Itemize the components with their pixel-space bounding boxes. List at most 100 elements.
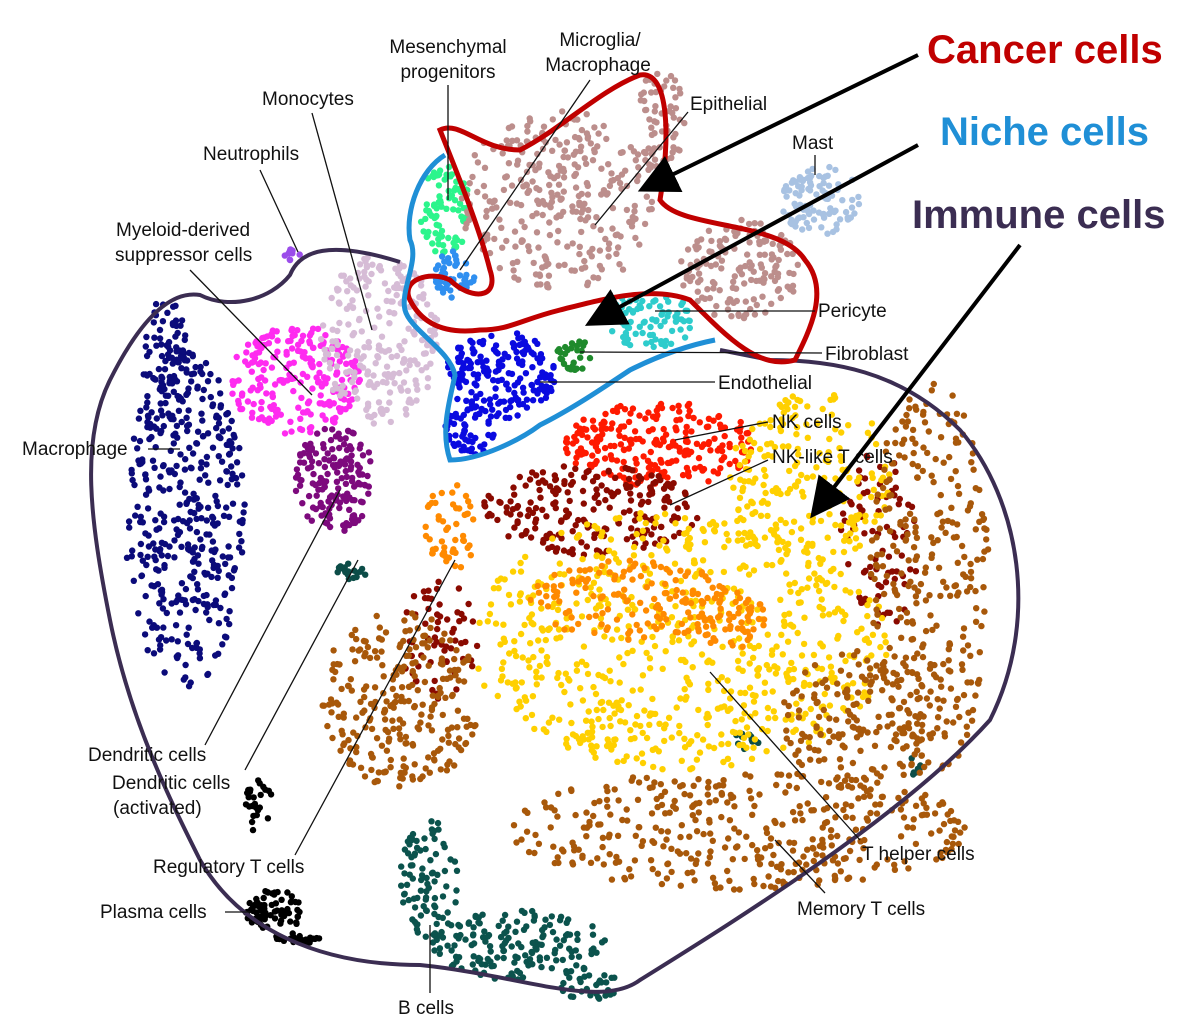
cell-point <box>796 803 803 810</box>
cell-point <box>344 352 352 359</box>
cell-point <box>409 667 416 675</box>
cell-point <box>937 491 944 499</box>
cell-point <box>625 475 633 483</box>
cell-point <box>396 369 403 377</box>
cell-point <box>495 410 502 417</box>
cell-point <box>629 309 637 316</box>
cell-point <box>555 346 563 353</box>
cell-point <box>464 510 471 517</box>
cell-point <box>599 843 606 851</box>
cell-point <box>505 533 512 540</box>
cell-point <box>667 340 675 347</box>
cell-point <box>143 352 151 360</box>
cell-point <box>621 586 628 593</box>
cell-point <box>960 412 968 419</box>
cell-point <box>437 284 445 292</box>
cell-point <box>398 346 405 354</box>
cell-point <box>125 518 133 525</box>
cell-point <box>142 530 149 537</box>
cell-point <box>329 446 336 453</box>
cell-point <box>633 530 640 538</box>
cell-point <box>901 788 908 796</box>
cell-point <box>750 626 757 633</box>
cell-point <box>308 424 315 431</box>
cell-point <box>238 538 245 545</box>
cell-point <box>519 237 526 244</box>
cell-point <box>194 552 202 559</box>
cell-point <box>557 212 564 220</box>
cell-point <box>831 674 838 682</box>
cell-point <box>530 621 537 628</box>
cell-point <box>498 665 506 673</box>
cell-point <box>636 241 643 248</box>
cell-point <box>805 739 812 746</box>
cell-point <box>707 568 714 576</box>
cell-point <box>437 766 444 773</box>
cell-point <box>572 170 580 178</box>
cell-point <box>643 649 650 657</box>
cell-point <box>160 624 167 631</box>
cell-point <box>768 300 775 307</box>
cell-point <box>398 684 406 691</box>
cell-point <box>735 266 742 273</box>
cell-point <box>625 630 632 637</box>
cell-point <box>236 518 243 525</box>
cell-point <box>340 272 347 279</box>
cell-point <box>648 580 655 587</box>
cell-points <box>123 70 992 1002</box>
cell-point <box>661 737 668 745</box>
cell-point <box>546 219 553 226</box>
cell-point <box>228 417 235 425</box>
cell-point <box>299 370 307 378</box>
cell-point <box>913 534 921 541</box>
cell-point <box>750 567 758 574</box>
cell-point <box>642 415 649 422</box>
cell-point <box>557 634 564 641</box>
cell-point <box>750 296 757 303</box>
cell-point <box>836 490 843 497</box>
cell-point <box>274 337 281 344</box>
cell-point <box>826 702 834 709</box>
cell-point <box>159 382 167 389</box>
cell-point <box>761 689 768 696</box>
cell-point <box>316 400 323 407</box>
cell-point <box>788 528 796 536</box>
cell-point <box>820 806 828 813</box>
cell-point <box>474 159 482 166</box>
cell-point <box>904 707 911 714</box>
cell-point <box>182 456 189 463</box>
cell-point <box>416 293 423 301</box>
cell-point <box>669 149 676 156</box>
cell-point <box>353 352 361 359</box>
cell-point <box>822 794 830 801</box>
cell-point <box>831 583 838 591</box>
cell-point <box>678 757 685 764</box>
cell-point <box>543 593 550 600</box>
cell-point <box>567 786 575 793</box>
cell-point <box>689 803 696 811</box>
cell-point <box>651 130 658 137</box>
cell-point <box>536 160 543 167</box>
cell-point <box>362 649 369 657</box>
cell-point <box>357 764 365 771</box>
cell-point <box>895 794 902 802</box>
cell-point <box>408 399 415 406</box>
cell-point <box>747 540 754 548</box>
cell-point <box>257 405 265 413</box>
cell-point <box>467 432 474 439</box>
cell-point <box>552 621 559 628</box>
cell-point <box>451 562 459 570</box>
cell-point <box>867 570 875 578</box>
cell-point <box>450 440 457 448</box>
cell-point <box>888 695 895 702</box>
cell-point <box>514 157 522 164</box>
cell-point <box>460 365 467 372</box>
cell-point <box>557 582 565 589</box>
cell-point <box>716 238 724 245</box>
cell-point <box>498 376 505 383</box>
cell-point <box>144 647 151 654</box>
cell-point <box>775 256 782 264</box>
cell-point <box>239 390 246 397</box>
cell-point <box>793 459 801 466</box>
cell-point <box>786 666 793 674</box>
